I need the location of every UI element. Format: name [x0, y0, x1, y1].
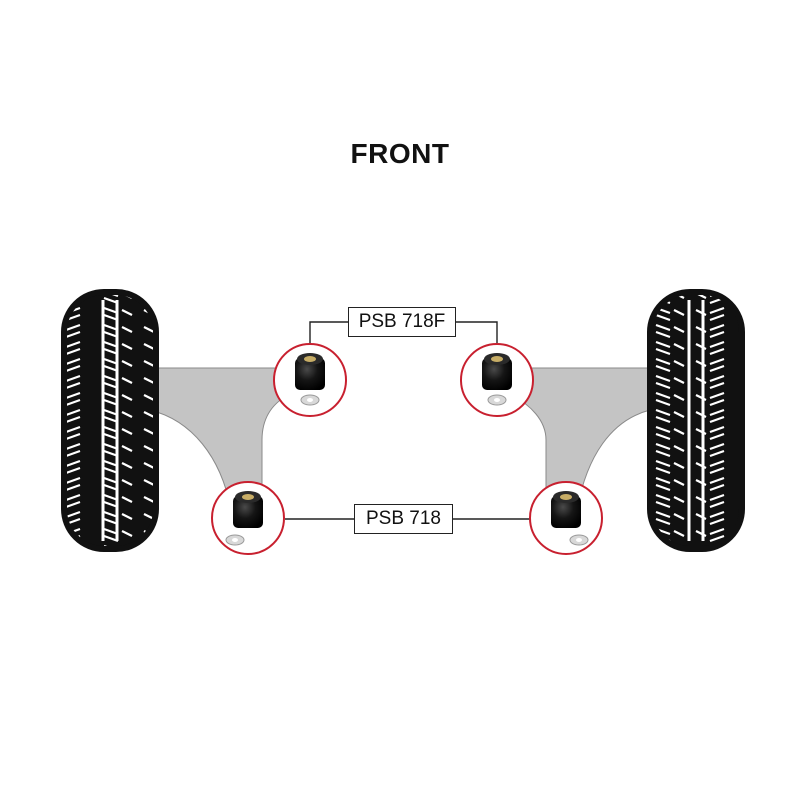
bush-callout-upper-left	[273, 343, 347, 417]
upper-connector-line-right	[456, 321, 498, 343]
bush-callout-lower-left	[211, 481, 285, 555]
left-tyre	[61, 289, 159, 552]
front-heading: FRONT	[350, 138, 450, 169]
upper-connector-line	[309, 321, 348, 343]
part-label-lower: PSB 718	[354, 504, 453, 534]
part-label-upper: PSB 718F	[348, 307, 456, 337]
bush-callout-lower-right	[529, 481, 603, 555]
right-tyre	[647, 289, 745, 552]
bush-callout-upper-right	[460, 343, 534, 417]
